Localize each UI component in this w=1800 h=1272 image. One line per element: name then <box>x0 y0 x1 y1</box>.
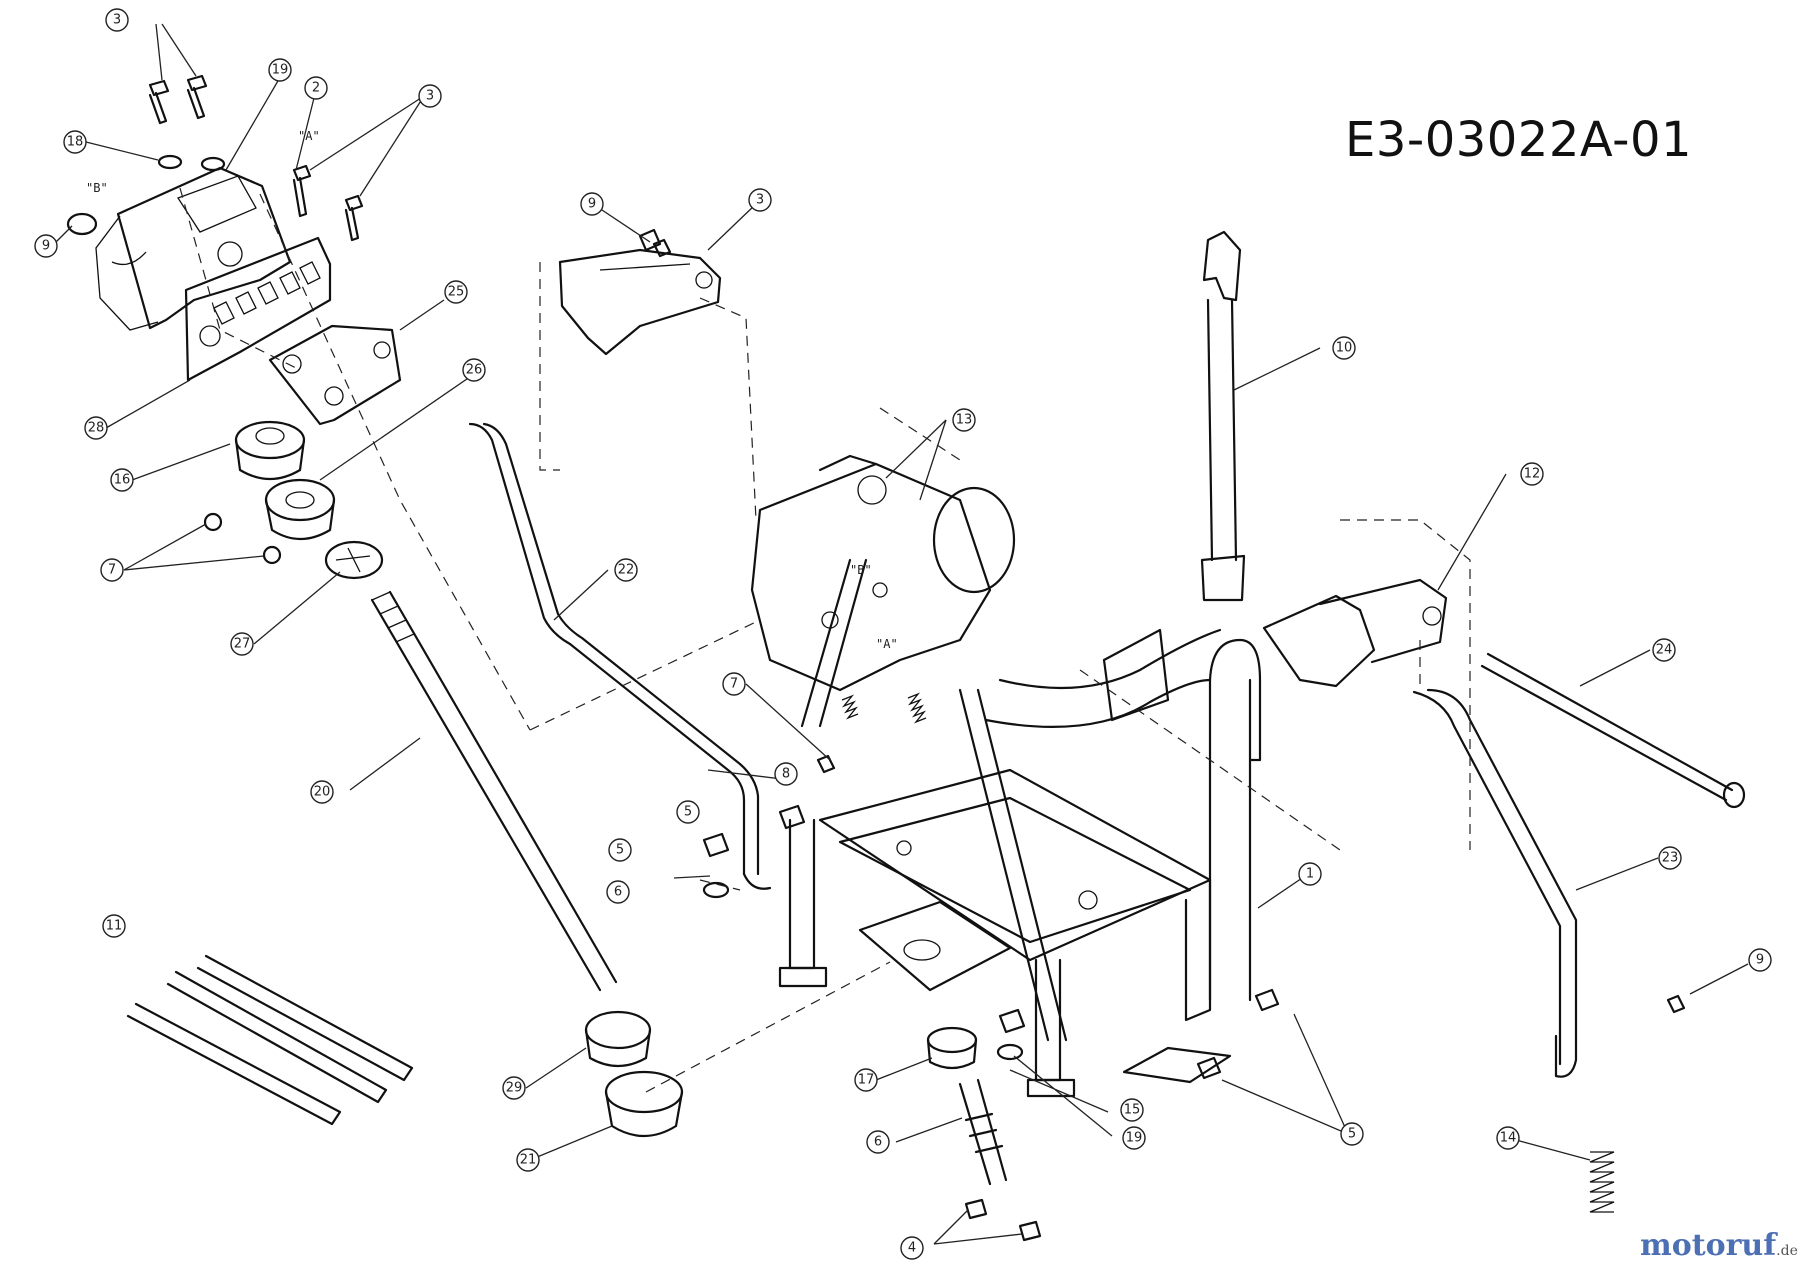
svg-text:21: 21 <box>520 1153 537 1168</box>
callout-24: 24 <box>1652 638 1676 662</box>
callout-12: 12 <box>1520 462 1544 486</box>
main-frame <box>750 454 1262 1098</box>
bolt-pair-top <box>148 74 208 125</box>
svg-text:15: 15 <box>1124 1103 1141 1118</box>
svg-text:1: 1 <box>1306 867 1314 882</box>
callout-3: 3 <box>418 84 442 108</box>
svg-text:28: 28 <box>88 421 105 436</box>
callout-2: 2 <box>304 76 328 100</box>
callout-6: 6 <box>866 1130 890 1154</box>
callout-19: 19 <box>268 58 292 82</box>
logo-suffix: .de <box>1776 1243 1798 1259</box>
ref-mark-a: "A" <box>876 637 898 651</box>
callout-17: 17 <box>854 1068 878 1092</box>
callout-20: 20 <box>310 780 334 804</box>
vertical-link <box>1200 230 1246 602</box>
svg-text:19: 19 <box>272 63 289 78</box>
callout-23: 23 <box>1658 846 1682 870</box>
ref-mark-b: "B" <box>850 563 872 577</box>
svg-text:5: 5 <box>684 805 692 820</box>
callout-13: 13 <box>952 408 976 432</box>
ref-mark-a: "A" <box>298 129 320 143</box>
console-assembly <box>66 74 684 1137</box>
callout-26: 26 <box>462 358 486 382</box>
tie-straps <box>126 954 414 1126</box>
svg-text:10: 10 <box>1336 341 1353 356</box>
ref-mark-b: "B" <box>86 181 108 195</box>
svg-text:3: 3 <box>426 89 434 104</box>
callout-16: 16 <box>110 468 134 492</box>
callout-1: 1 <box>1298 862 1322 886</box>
svg-text:24: 24 <box>1656 643 1673 658</box>
svg-text:2: 2 <box>312 81 320 96</box>
svg-text:13: 13 <box>956 413 973 428</box>
callout-9: 9 <box>580 192 604 216</box>
svg-text:3: 3 <box>756 193 764 208</box>
svg-text:4: 4 <box>908 1241 916 1256</box>
svg-text:6: 6 <box>874 1135 882 1150</box>
svg-text:8: 8 <box>782 767 790 782</box>
svg-text:3: 3 <box>113 13 121 28</box>
svg-text:23: 23 <box>1662 851 1679 866</box>
svg-text:7: 7 <box>730 677 738 692</box>
callout-5: 5 <box>608 838 632 862</box>
svg-text:9: 9 <box>42 239 50 254</box>
svg-text:9: 9 <box>588 197 596 212</box>
svg-text:27: 27 <box>234 637 251 652</box>
svg-text:5: 5 <box>616 843 624 858</box>
callout-5: 5 <box>1340 1122 1364 1146</box>
callout-9: 9 <box>1748 948 1772 972</box>
callout-10: 10 <box>1332 336 1356 360</box>
svg-text:25: 25 <box>448 285 465 300</box>
svg-text:14: 14 <box>1500 1131 1517 1146</box>
svg-text:16: 16 <box>114 473 131 488</box>
right-pedal <box>1262 578 1448 688</box>
callout-22: 22 <box>614 558 638 582</box>
lower-hardware <box>652 238 1686 1242</box>
callout-9: 9 <box>34 234 58 258</box>
callout-7: 7 <box>100 558 124 582</box>
callout-5: 5 <box>676 800 700 824</box>
callout-18: 18 <box>63 130 87 154</box>
callout-7: 7 <box>722 672 746 696</box>
logo-text: motoruf <box>1640 1228 1777 1263</box>
svg-text:7: 7 <box>108 563 116 578</box>
assembly-lines <box>179 187 1471 1093</box>
callout-27: 27 <box>230 632 254 656</box>
svg-text:18: 18 <box>67 135 84 150</box>
callout-3: 3 <box>105 8 129 32</box>
callout-28: 28 <box>84 416 108 440</box>
svg-text:20: 20 <box>314 785 331 800</box>
callout-14: 14 <box>1496 1126 1520 1150</box>
reference-marks: "A" "B" "B" "A" <box>86 129 898 651</box>
svg-text:29: 29 <box>506 1081 523 1096</box>
callout-29: 29 <box>502 1076 526 1100</box>
callout-15: 15 <box>1120 1098 1144 1122</box>
ratchet-teeth <box>213 261 321 325</box>
callouts: 3 19 2 3 18 9 28 25 26 16 7 27 20 11 29 … <box>34 8 1772 1260</box>
callout-11: 11 <box>102 914 126 938</box>
callout-25: 25 <box>444 280 468 304</box>
center-pedal <box>558 228 722 356</box>
svg-text:9: 9 <box>1756 953 1764 968</box>
drawing-code: E3-03022A-01 <box>1345 112 1693 168</box>
callout-6: 6 <box>606 880 630 904</box>
svg-text:11: 11 <box>106 919 123 934</box>
svg-text:19: 19 <box>1126 1131 1143 1146</box>
svg-text:6: 6 <box>614 885 622 900</box>
svg-text:17: 17 <box>858 1073 875 1088</box>
svg-text:5: 5 <box>1348 1127 1356 1142</box>
callout-19: 19 <box>1122 1126 1146 1150</box>
svg-text:12: 12 <box>1524 467 1541 482</box>
motoruf-logo: motoruf.de <box>1640 1228 1798 1263</box>
rods <box>468 422 1746 1213</box>
svg-text:22: 22 <box>618 563 635 578</box>
svg-text:26: 26 <box>466 363 483 378</box>
callout-4: 4 <box>900 1236 924 1260</box>
callout-21: 21 <box>516 1148 540 1172</box>
callout-8: 8 <box>774 762 798 786</box>
callout-3: 3 <box>748 188 772 212</box>
